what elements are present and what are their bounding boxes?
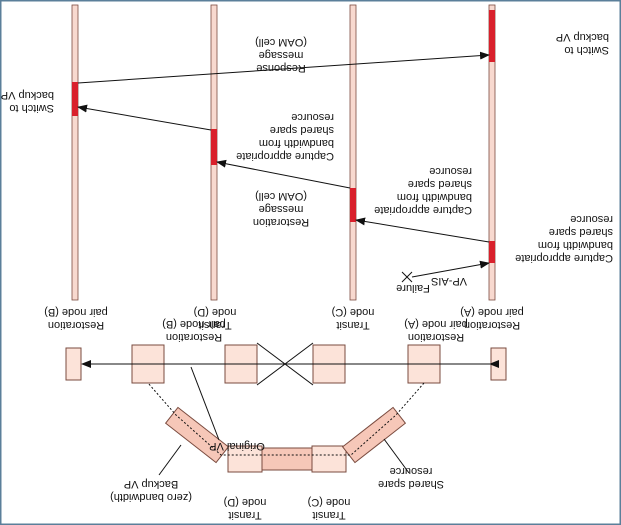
capture-c-4: resource <box>429 165 472 177</box>
restoration-arrow-c-d <box>216 159 351 189</box>
restoration-arrow-a-c <box>355 217 490 243</box>
shared-spare-leader <box>383 438 410 474</box>
capture-a-1: Capture appropriate <box>515 252 613 264</box>
node-d-label-1: Transit <box>198 319 231 331</box>
backup-vp-label-2: (zero bandwidth) <box>110 491 192 503</box>
capture-c-2: bandwidth from <box>397 191 472 203</box>
activation-a-capture <box>489 241 495 263</box>
activation-a-switch <box>489 10 495 62</box>
original-vp-label: Original VP <box>209 440 265 452</box>
switch-b-2: backup VP <box>1 89 54 101</box>
capture-c-1: Capture appropriate <box>374 204 472 216</box>
sequence: Restoration pair node (A) Transit node (… <box>1 4 613 331</box>
restoration-msg-2: message <box>259 203 304 215</box>
transit-node-d-box <box>227 445 263 473</box>
switch-a-2: backup VP <box>556 31 609 43</box>
node-a-label-2: pair node (A) <box>460 306 524 318</box>
node-c-label-1: Transit <box>336 319 369 331</box>
lifeline-a <box>488 4 496 301</box>
node-d-label-2: node (D) <box>194 306 237 318</box>
capture-c-3: shared spare <box>408 178 472 190</box>
transit-d-label-2: node (D) <box>224 496 267 508</box>
response-msg-1: Response <box>256 62 306 74</box>
pair-b-label-2: pair node (B) <box>162 318 226 330</box>
node-b-label-2: pair node (B) <box>44 306 108 318</box>
activation-b-switch <box>72 82 78 116</box>
original-vp-leader <box>190 366 220 441</box>
capture-a-4: resource <box>570 213 613 225</box>
response-msg-2: message <box>259 49 304 61</box>
diagram-body: Restoration pair node (B) Restoration pa… <box>1 4 613 521</box>
lifeline-c <box>349 4 357 301</box>
backup-vp-leader <box>158 444 182 476</box>
response-msg-3: (OAM cell) <box>255 36 307 48</box>
capture-d-3: shared spare <box>270 124 334 136</box>
restoration-msg-3: (OAM cell) <box>255 190 307 202</box>
transit-d-label-1: Transit <box>228 509 261 521</box>
node-a-label-1: Restoration <box>464 319 520 331</box>
capture-a-3: shared spare <box>549 226 613 238</box>
vp-ais-label: VP-AIS <box>431 275 467 287</box>
capture-d-2: bandwidth from <box>259 137 334 149</box>
activation-c-capture <box>350 188 356 222</box>
transit-c-label-2: node (C) <box>308 496 351 508</box>
pair-b-label-1: Restoration <box>166 331 222 343</box>
capture-d-4: resource <box>291 111 334 123</box>
transit-link-bar <box>261 447 313 471</box>
shared-spare-label-2: resource <box>390 465 433 477</box>
backup-vp-path <box>147 382 425 456</box>
restoration-arrow-d-b <box>77 104 212 131</box>
end-box-right <box>65 347 82 381</box>
restoration-msg-1: Restoration <box>253 216 309 228</box>
lifeline-b <box>71 4 79 301</box>
node-c-label-2: node (C) <box>332 306 375 318</box>
vp-ais-arrow <box>411 260 490 278</box>
backup-vp-label-1: Backup VP <box>124 478 178 490</box>
switch-b-1: Switch to <box>9 102 54 114</box>
node-b-label-1: Restoration <box>48 319 104 331</box>
transit-node-c-box <box>311 445 347 473</box>
switch-a-1: Switch to <box>564 44 609 56</box>
activation-d-capture <box>211 129 217 165</box>
backup-segment-right <box>164 406 230 464</box>
topology: Restoration pair node (B) Restoration pa… <box>65 318 507 521</box>
pair-a-label-1: Restoration <box>408 331 464 343</box>
shared-spare-label-1: Shared spare <box>378 478 444 490</box>
capture-a-2: bandwidth from <box>538 239 613 251</box>
transit-c-label-1: Transit <box>312 509 345 521</box>
failure-mark-2 <box>401 271 413 283</box>
end-box-left <box>490 347 507 381</box>
capture-d-1: Capture appropriate <box>236 150 334 162</box>
failure-cross-2 <box>256 342 314 386</box>
response-arrow <box>77 51 490 84</box>
pair-a-label-2: pair node (A) <box>404 318 468 330</box>
failure-label: Failure <box>396 282 430 294</box>
